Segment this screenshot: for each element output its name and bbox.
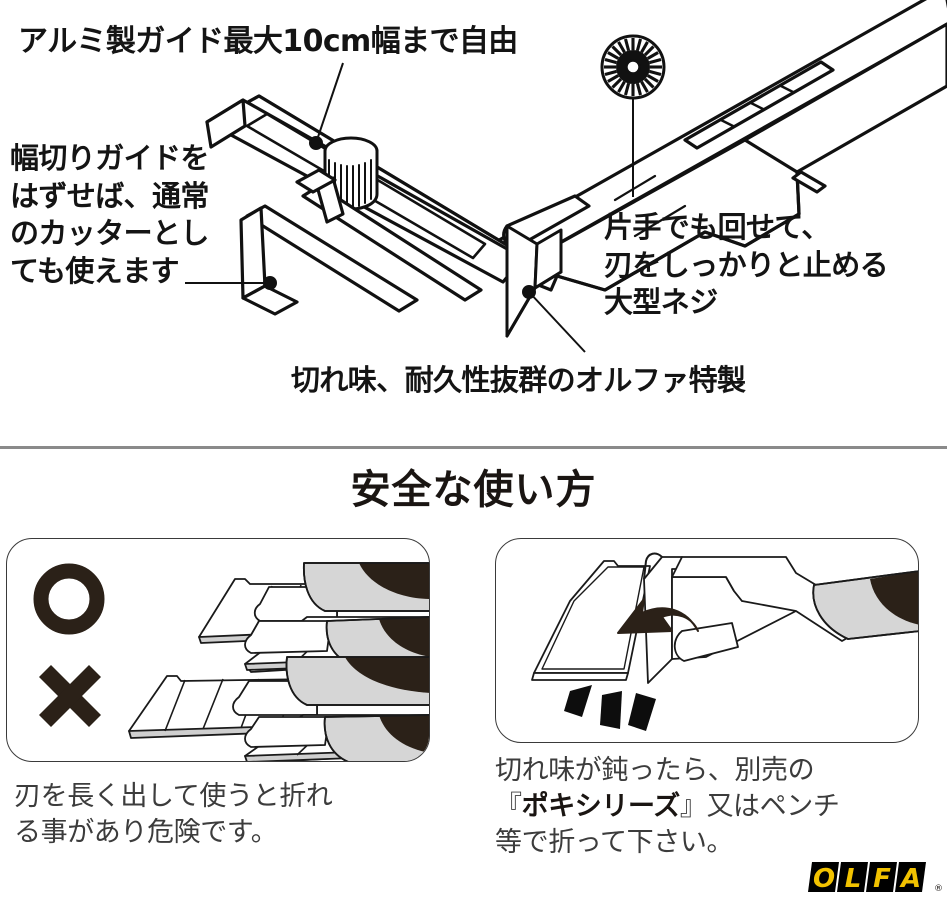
circle-ok-icon [33,563,105,635]
width-guide-callout: 幅切りガイドを はずせば、通常 のカッターとし ても使えます [10,141,209,289]
caption-right-before: 切れ味が鈍ったら、別売の 『 [495,755,815,822]
safety-section-heading: 安全な使い方 [350,467,597,513]
curved-arrow-icon [617,598,699,634]
snap-burst-icon [564,685,656,731]
olfa-letter-o: O [813,864,835,894]
caption-right-bold: ポキシリーズ [521,790,681,822]
large-screw-callout: 片手でも回せて、 刃をしっかりと止める 大型ネジ [604,210,889,320]
olfa-letter-l: L [845,864,862,894]
blade-length-caption: 刃を長く出して使うと折れ る事があり危険です。 [14,781,333,848]
cutter-with-width-guide-illustration [185,0,947,353]
olfa-letter-f: F [873,864,891,894]
caption-right-after: 』又はペンチ 等で折って下さい。 [495,790,840,858]
olfa-logo-letters: O L F A [813,864,921,894]
registered-trademark-mark: ® [934,884,943,894]
olfa-logo: O L F A [808,862,926,894]
olfa-logo-blocks [808,862,926,892]
blade-quality-callout: 切れ味、耐久性抜群のオルファ特製 [291,363,746,397]
aluminum-guide-callout: アルミ製ガイド最大10cm幅まで自由 [18,24,518,59]
olfa-letter-a: A [899,864,921,894]
cross-ng-icon [38,664,102,728]
blade-snap-panel [495,538,919,743]
blade-snap-caption: 切れ味が鈍ったら、別売の 『ポキシリーズ』又はペンチ 等で折って下さい。 [495,753,840,861]
blade-length-panel [6,538,430,762]
section-divider [0,446,947,449]
